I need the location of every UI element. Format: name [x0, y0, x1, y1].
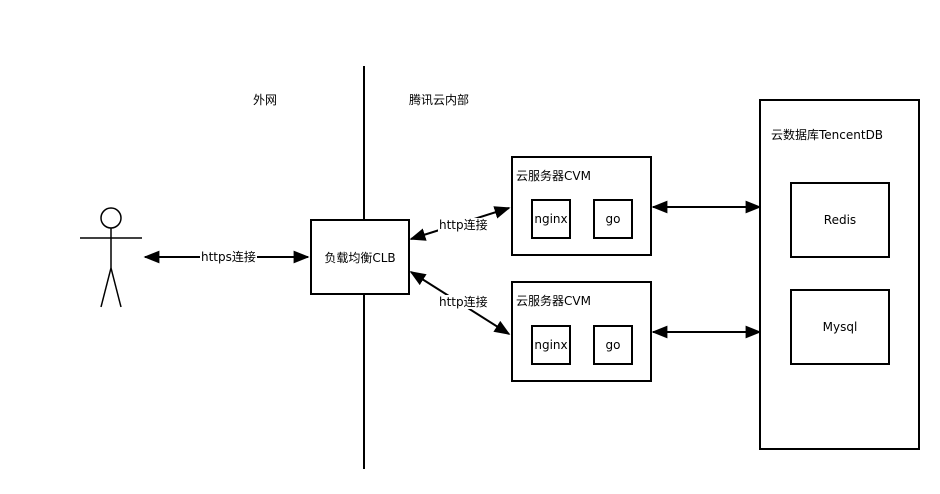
user-icon: [80, 207, 142, 308]
nginx-label-1: nginx: [534, 212, 568, 226]
internal-zone-label: 腾讯云内部: [409, 93, 470, 107]
database-title: 云数据库TencentDB: [771, 128, 884, 142]
external-zone-label: 外网: [253, 93, 278, 107]
redis-node: Redis: [790, 182, 890, 258]
go-label-2: go: [605, 338, 621, 352]
go-node-1: go: [593, 199, 633, 239]
mysql-label: Mysql: [822, 320, 858, 334]
edge-label-http-2: http连接: [438, 295, 489, 309]
go-label-1: go: [605, 212, 621, 226]
database-node: 云数据库TencentDB: [759, 99, 920, 450]
cvm-title-2: 云服务器CVM: [516, 294, 591, 308]
edge-label-http-1: http连接: [438, 218, 489, 232]
cvm-title-1: 云服务器CVM: [516, 169, 591, 183]
clb-label: 负载均衡CLB: [324, 250, 396, 265]
redis-label: Redis: [823, 213, 857, 227]
nginx-node-1: nginx: [531, 199, 571, 239]
edge-label-https: https连接: [200, 250, 257, 264]
clb-node: 负载均衡CLB: [310, 219, 410, 295]
nginx-node-2: nginx: [531, 325, 571, 365]
mysql-node: Mysql: [790, 289, 890, 365]
go-node-2: go: [593, 325, 633, 365]
nginx-label-2: nginx: [534, 338, 568, 352]
